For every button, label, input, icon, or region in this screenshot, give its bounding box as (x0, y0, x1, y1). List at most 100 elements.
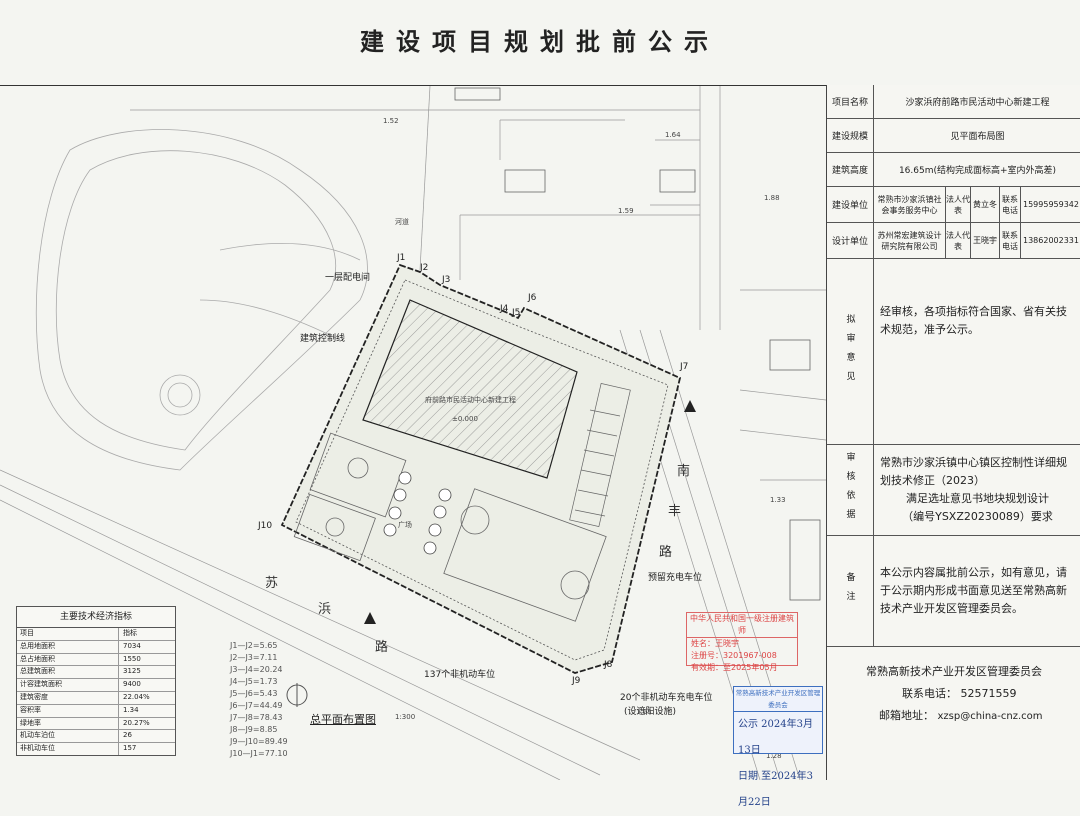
header-item: 项目 (17, 628, 119, 640)
point-J4: J4 (500, 304, 509, 314)
row-designer: 设计单位 苏州常宏建筑设计研究院有限公司 法人代表 王晓宇 联系电话 13862… (827, 223, 1080, 259)
builder-rep: 黄立冬 (971, 187, 1000, 222)
designer-org: 苏州常宏建筑设计研究院有限公司 (874, 223, 946, 258)
height-value: 16.65m(结构完成面标高+室内外高差) (898, 166, 1057, 176)
designer-tel: 13862002331 (1023, 236, 1079, 245)
row-project-name: 项目名称 沙家浜府前路市民活动中心新建工程 (827, 85, 1080, 119)
row-height: 建筑高度 16.65m(结构完成面标高+室内外高差) (827, 153, 1080, 187)
tech-table-header: 项目 指标 (17, 628, 175, 641)
note-label-text: 备注 (844, 572, 855, 610)
row-value: 26 (123, 731, 132, 740)
segment: J10—J1=77.10 (230, 749, 288, 758)
existing-buildings (454, 87, 821, 601)
plan-title: 总平面布置图 (310, 713, 376, 726)
elevation-7: 1.28 (766, 752, 782, 760)
row-label: 绿地率 (17, 717, 119, 730)
review-text-content: 经审核，各项指标符合国家、省有关技术规范，准予公示。 (880, 305, 1067, 336)
label-charging: 预留充电车位 (648, 573, 703, 583)
note-text: 本公示内容属批前公示，如有意见，请于公示期内形成书面意见送至常熟高新技术产业开发… (874, 536, 1080, 646)
main-building (362, 299, 578, 479)
label-control-line: 建筑控制线 (300, 334, 346, 344)
header-value: 指标 (123, 629, 137, 637)
segment: J5—J6=5.43 (230, 689, 278, 698)
table-row: 绿地率 20.27% (17, 717, 175, 731)
publicity-end: 日期 至2024年3月22日 (738, 771, 813, 808)
basis-line-2: 满足选址意见书地块规划设计 (906, 492, 1049, 505)
note-label: 备注 (827, 536, 874, 646)
row-value: 22.04% (123, 692, 150, 701)
publicity-date-stamp: 常熟高新技术产业开发区管理委员会 公示 2024年3月13日 日期 至2024年… (733, 686, 823, 808)
review-text: 经审核，各项指标符合国家、省有关技术规范，准予公示。 (874, 259, 1080, 488)
segment: J3—J4=20.24 (230, 665, 283, 674)
row-label: 总占地面积 (17, 653, 119, 666)
stamp-valid: 有效期：至2025年05月 (691, 663, 778, 672)
segment: J6—J7=44.49 (230, 701, 283, 710)
stamp-reg: 注册号：3201967-008 (691, 651, 777, 660)
row-value: 157 (123, 744, 137, 753)
point-J6: J6 (528, 293, 537, 303)
designer-rep: 王晓宇 (971, 223, 1000, 258)
label-building-elev: ±0.000 (452, 415, 478, 423)
elevation-2: 1.64 (665, 131, 681, 139)
segment: J7—J8=78.43 (230, 713, 283, 722)
label-bikes-20: 20个非机动车充电车位 (620, 693, 713, 703)
project-info-panel: 项目名称 沙家浜府前路市民活动中心新建工程 建设规模 见平面布局图 建筑高度 1… (826, 85, 1080, 780)
boundary-segments: J1—J2=5.65 J2—J3=7.11 J3—J4=20.24 J4—J5=… (230, 640, 288, 760)
height-label: 建筑高度 (827, 153, 874, 186)
point-J10: J10 (258, 521, 273, 531)
point-J3: J3 (442, 275, 451, 285)
document-page: 建设项目规划批前公示 (0, 28, 1080, 808)
elevation-5: 1.33 (770, 496, 786, 504)
scale-label: 建设规模 (827, 119, 874, 152)
construction-control-line (295, 279, 669, 661)
site-boundary (280, 263, 682, 674)
elevation-4: 1.88 (764, 194, 780, 202)
point-J1: J1 (397, 253, 406, 263)
road-east-char-2: 丰 (668, 504, 682, 519)
label-bikes-20-sub: (设遮阳设施) (624, 707, 677, 717)
email-row: 邮箱地址： xzsp@china-cnz.com (879, 707, 1043, 723)
project-name-label: 项目名称 (827, 85, 874, 118)
tech-table-title: 主要技术经济指标 (17, 607, 175, 628)
entry-arrow-east (684, 400, 696, 412)
designer-label: 设计单位 (827, 223, 874, 258)
basis-label-text: 审核依据 (844, 452, 855, 528)
label-river: 河道 (395, 218, 409, 226)
row-note: 备注 本公示内容属批前公示，如有意见，请于公示期内形成书面意见送至常熟高新技术产… (827, 536, 1080, 647)
segment: J2—J3=7.11 (230, 653, 278, 662)
email-address: xzsp@china-cnz.com (937, 711, 1043, 722)
page-title: 建设项目规划批前公示 (360, 28, 720, 56)
row-label: 容积率 (17, 704, 119, 717)
designer-tel-label: 联系电话 (1000, 223, 1021, 258)
row-value: 1550 (123, 654, 141, 663)
row-scale: 建设规模 见平面布局图 (827, 119, 1080, 153)
segment: J9—J10=89.49 (230, 737, 288, 746)
review-label: 拟审意见 (827, 259, 874, 444)
label-building-name: 府前路市民活动中心新建工程 (425, 396, 516, 404)
road-south-char-3: 路 (375, 640, 389, 655)
point-J5: J5 (512, 308, 521, 318)
project-name-value: 沙家浜府前路市民活动中心新建工程 (905, 98, 1050, 108)
title-divider (0, 85, 1080, 86)
row-value: 20.27% (123, 718, 150, 727)
row-label: 非机动车位 (17, 743, 119, 755)
label-plaza: 广场 (398, 521, 412, 529)
label-dist-room: 一层配电间 (325, 273, 371, 283)
site-plan-drawing (0, 86, 826, 780)
builder-tel-label: 联系电话 (1000, 187, 1021, 222)
label-bikes-137: 137个非机动车位 (424, 670, 496, 680)
designer-rep-label: 法人代表 (946, 223, 971, 258)
elevation-3: 1.59 (618, 207, 634, 215)
stamp-title: 中华人民共和国一级注册建筑师 (687, 613, 797, 638)
point-J7: J7 (680, 362, 689, 372)
row-value: 1.34 (123, 705, 139, 714)
row-builder: 建设单位 常熟市沙家浜镇社会事务服务中心 法人代表 黄立冬 联系电话 15995… (827, 187, 1080, 223)
row-label: 总用地面积 (17, 640, 119, 653)
row-label: 计容建筑面积 (17, 679, 119, 691)
parking-stalls (569, 383, 631, 527)
north-marker (286, 683, 308, 707)
